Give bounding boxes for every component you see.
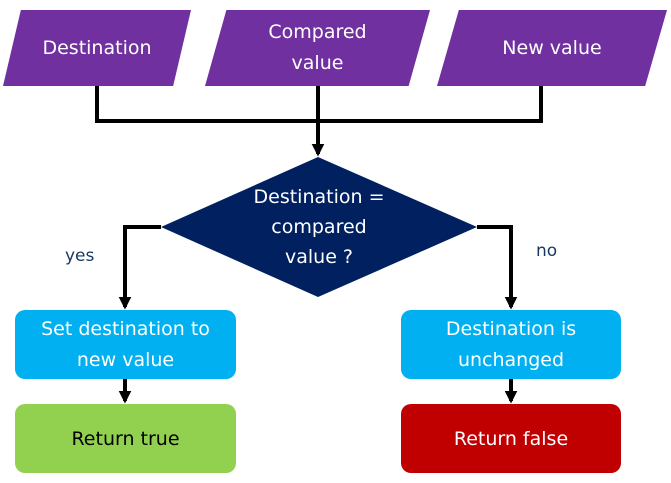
decision-question: Destination = compared value ? xyxy=(253,186,385,268)
process-set-destination: Set destination to new value xyxy=(15,310,236,379)
input-new-value-label: New value xyxy=(502,36,602,59)
terminal-return-true: Return true xyxy=(15,404,236,473)
arrow-no-branch xyxy=(477,225,518,310)
no-branch-label: no xyxy=(536,241,558,261)
terminal-return-false: Return false xyxy=(401,404,621,473)
yes-branch-label: yes xyxy=(65,246,95,266)
arrow-yes-branch xyxy=(118,225,161,310)
input-compared-value: Compared value xyxy=(205,10,430,86)
input-compared-value-label: Compared value xyxy=(268,21,367,74)
process-destination-unchanged: Destination is unchanged xyxy=(401,310,621,379)
input-destination-label: Destination xyxy=(42,36,152,59)
decision-shape xyxy=(161,157,477,297)
input-new-value: New value xyxy=(437,10,667,86)
input-destination: Destination xyxy=(3,10,191,86)
